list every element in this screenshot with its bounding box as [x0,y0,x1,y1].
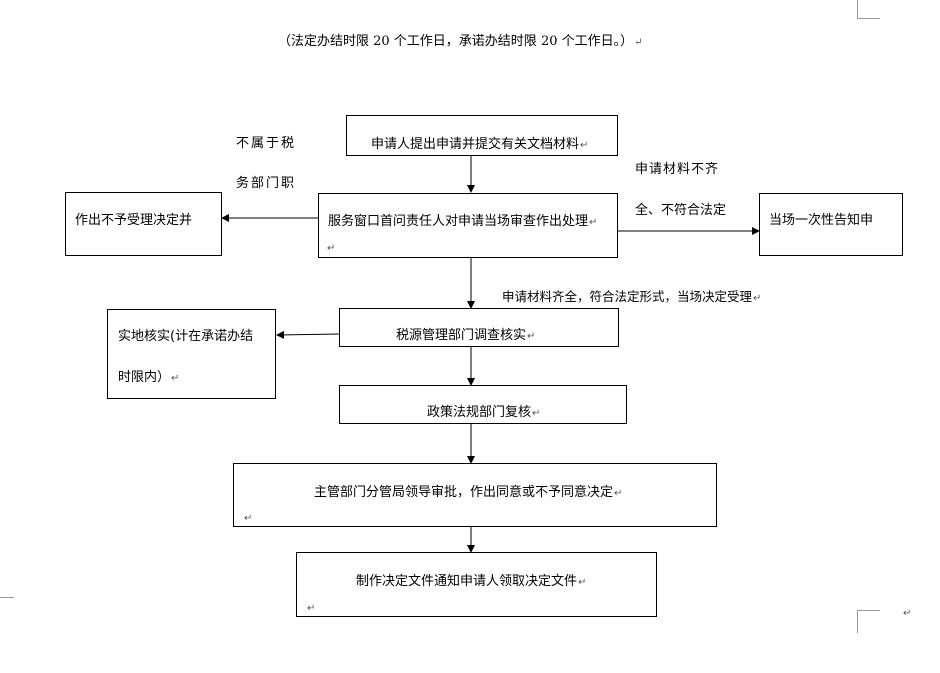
step-window-review-text: 服务窗口首问责任人对申请当场审查作出处理 [328,214,589,229]
incomplete-materials-label-line2: 全、不符合法定 [635,203,727,218]
paragraph-mark: ↵ [171,373,180,384]
step-investigation-text: 税源管理部门调查核实 [396,328,527,343]
onsite-verification-line2: 时限内） [118,370,171,385]
step-notify-applicant-box: 制作决定文件通知申请人领取决定文件↵ ↵ [296,552,657,617]
step-submit-application-box: 申请人提出申请并提交有关文档材料↵ [346,115,618,156]
paragraph-mark: ↵ [578,577,587,588]
page-corner-mark-top-right [857,0,880,19]
paragraph-mark: ↵ [532,408,541,419]
step-policy-review-text: 政策法规部门复核 [427,405,532,420]
page-corner-mark-left [0,597,14,598]
not-tax-dept-label-line2: 务部门职 [236,176,297,191]
step-window-review-box: 服务窗口首问责任人对申请当场审查作出处理↵ ↵ [318,193,618,258]
onsite-verification-line1: 实地核实(计在承诺办结 [118,329,254,344]
paragraph-mark: ↵ [589,217,598,228]
arrow-step3-to-onsite [276,330,340,339]
reject-decision-text: 作出不予受理决定并 [75,213,193,228]
paragraph-mark: ↵ [634,37,643,48]
accept-condition-text: 申请材料齐全，符合法定形式，当场决定受理 [502,289,753,304]
time-limit-note: （法定办结时限 20 个工作日，承诺办结时限 20 个工作日。）↵ [278,34,643,51]
accept-condition-label: 申请材料齐全，符合法定形式，当场决定受理↵ [502,289,761,307]
paragraph-mark: ↵ [903,608,912,619]
onsite-verification-box: 实地核实(计在承诺办结 时限内）↵ [107,309,276,399]
paragraph-mark: ↵ [580,140,589,151]
paragraph-mark: ↵ [527,331,536,342]
step-leader-approval-box: 主管部门分管局领导审批，作出同意或不予同意决定↵ ↵ [233,463,717,527]
step-policy-review-box: 政策法规部门复核↵ [339,385,627,424]
step-investigation-box: 税源管理部门调查核实↵ [339,308,619,347]
step-leader-approval-text: 主管部门分管局领导审批，作出同意或不予同意决定 [314,485,614,500]
reject-decision-box: 作出不予受理决定并 [65,192,222,256]
not-tax-dept-label-line1: 不属于税 [236,136,297,151]
paragraph-mark: ↵ [614,488,623,499]
step-notify-applicant-text: 制作决定文件通知申请人领取决定文件 [356,574,578,589]
incomplete-materials-label-line1: 申请材料不齐 [635,162,720,177]
one-time-notice-box: 当场一次性告知申 [759,193,903,256]
paragraph-mark: ↵ [327,243,336,254]
one-time-notice-text: 当场一次性告知申 [769,213,874,228]
paragraph-mark: ↵ [307,603,316,614]
step-submit-application-text: 申请人提出申请并提交有关文档材料 [371,137,580,152]
paragraph-mark: ↵ [244,513,253,524]
time-limit-note-text: （法定办结时限 20 个工作日，承诺办结时限 20 个工作日。） [278,34,634,49]
page-corner-mark-bottom-right [857,610,880,633]
paragraph-mark: ↵ [753,293,762,304]
